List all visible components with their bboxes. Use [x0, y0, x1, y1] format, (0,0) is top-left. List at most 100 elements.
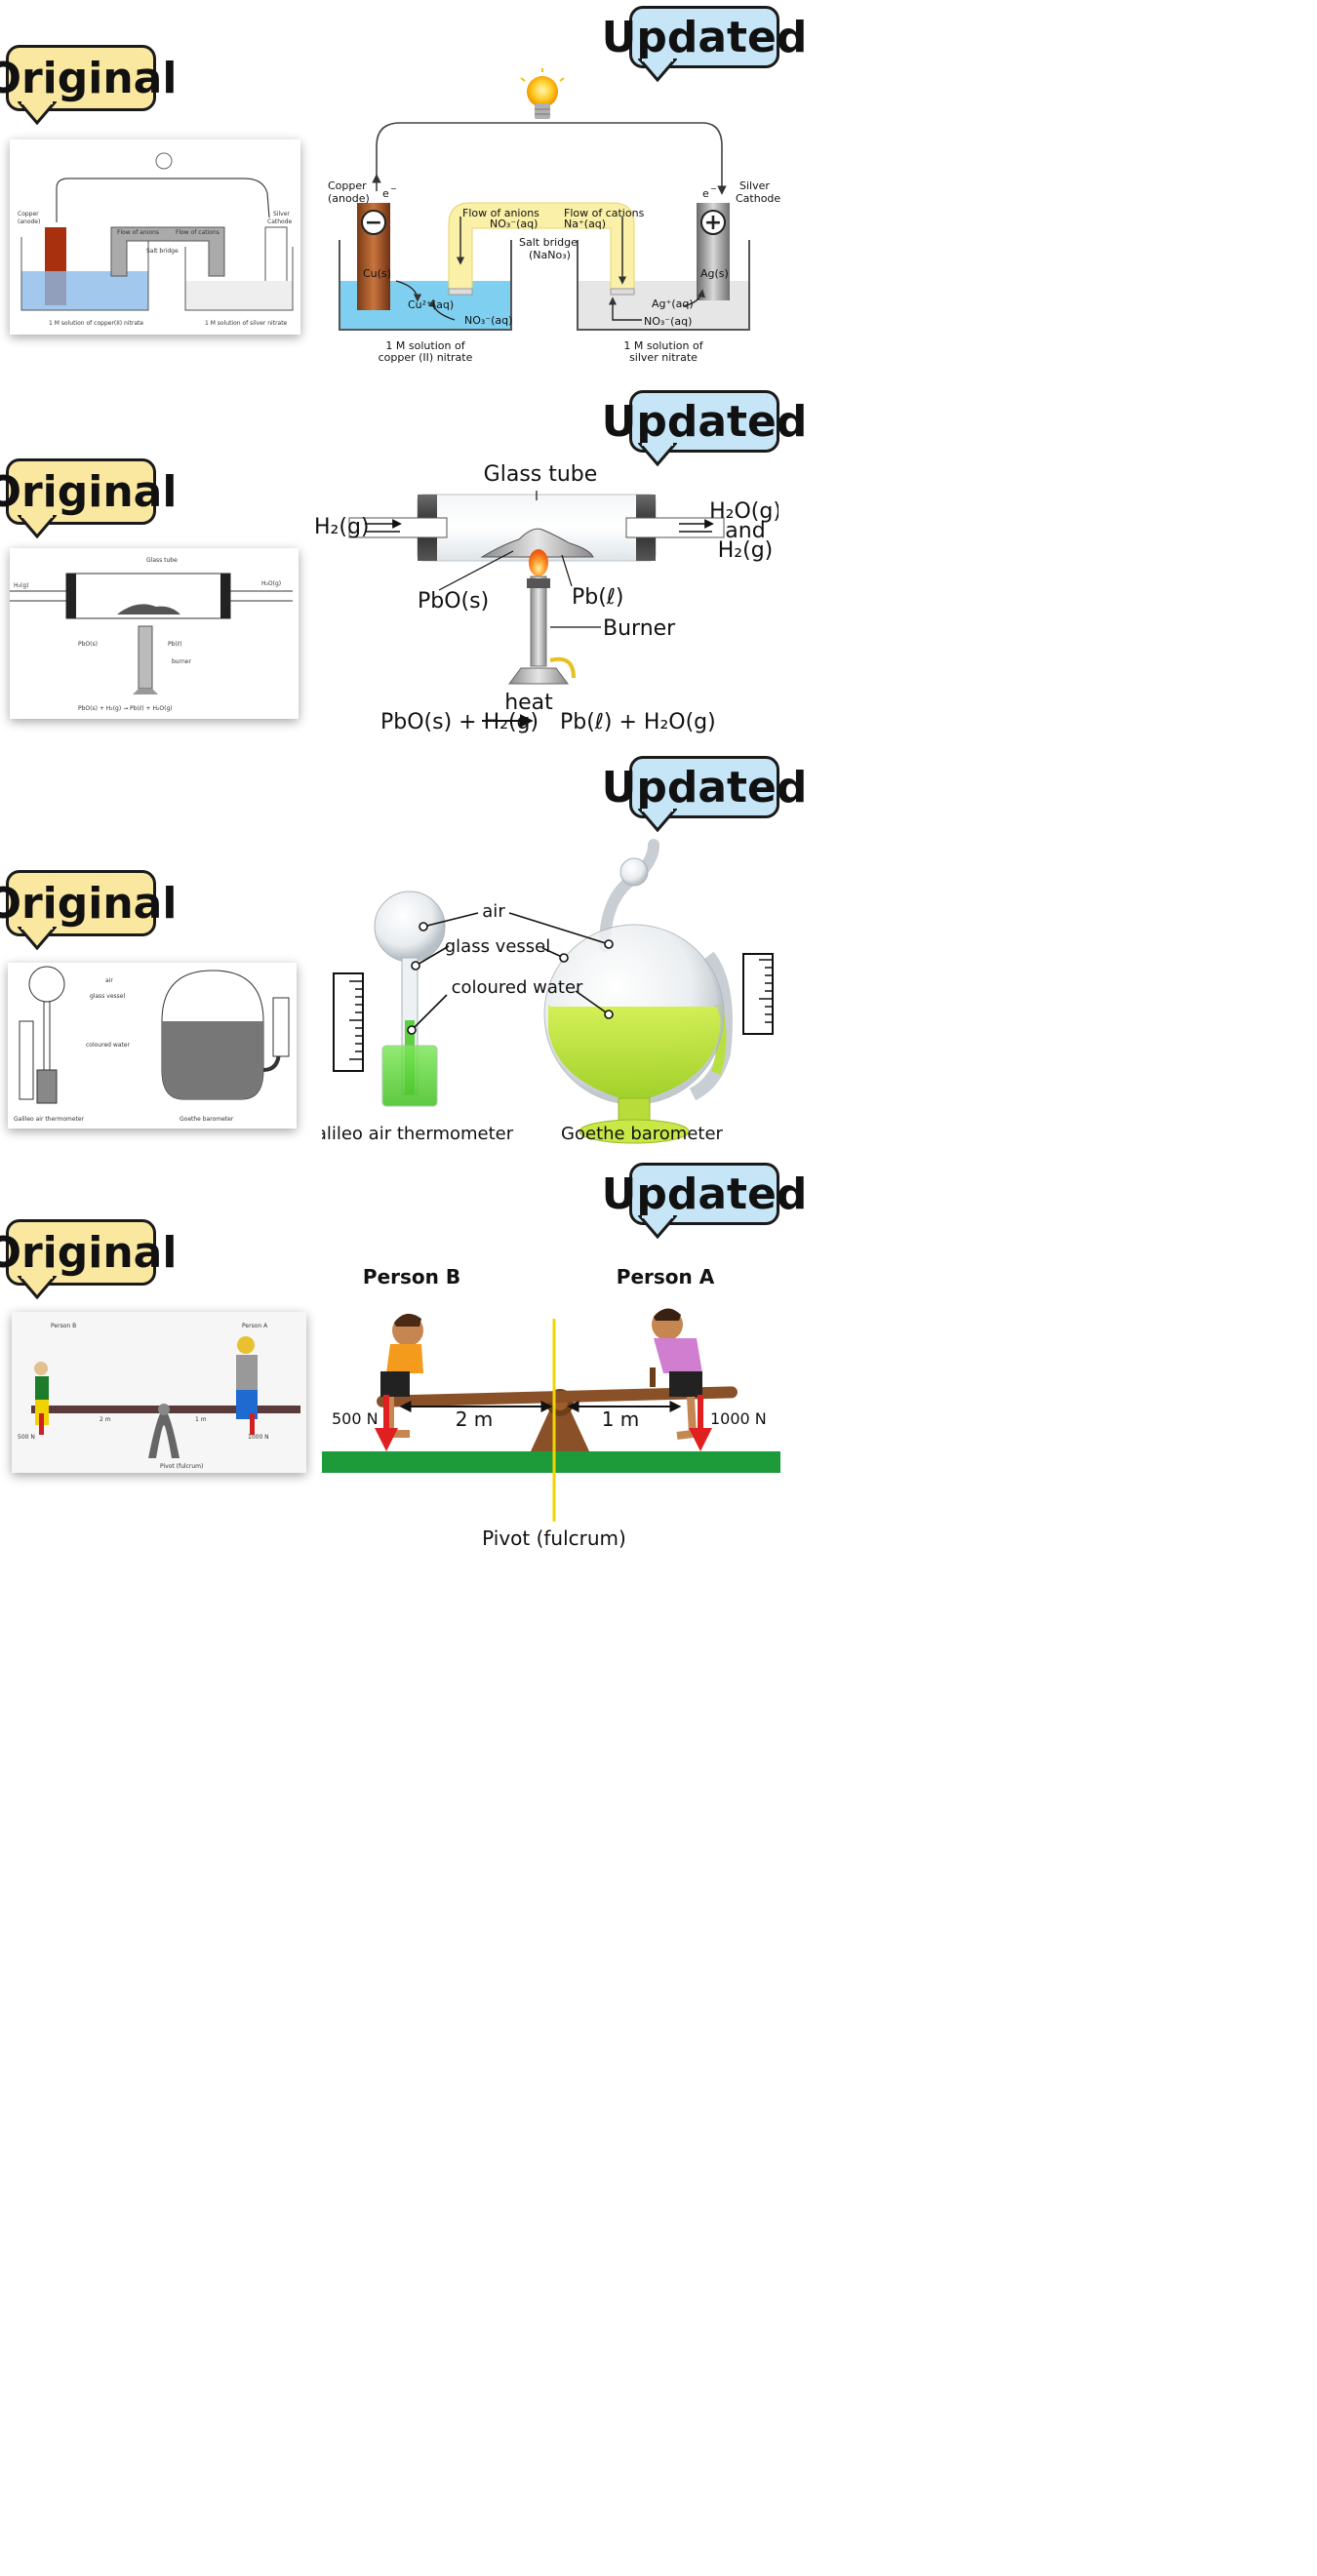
- flow-anions-label: Flow of anions: [462, 207, 539, 219]
- heat-label: heat: [504, 691, 553, 715]
- original-tube-thumbnail: Glass tube H₂(g) H₂O(g) PbO(s)Pb(ℓ) burn…: [10, 548, 299, 719]
- lead-oxide-label: PbO(s): [418, 589, 489, 614]
- svg-text:1000 N: 1000 N: [248, 1434, 269, 1441]
- svg-text:Na⁺(aq): Na⁺(aq): [564, 218, 606, 230]
- glass-tube-label: Glass tube: [484, 462, 598, 487]
- svg-text:(anode): (anode): [328, 192, 370, 205]
- svg-text:Silver: Silver: [273, 211, 290, 218]
- svg-text:Pb(ℓ): Pb(ℓ): [168, 641, 182, 648]
- lead-oxide-sample: [480, 528, 594, 558]
- updated-barometer-diagram: air glass vessel coloured water Galileo …: [322, 839, 774, 1144]
- badge-tail: [638, 443, 677, 466]
- svg-text:−: −: [710, 184, 717, 193]
- ground: [322, 1451, 780, 1473]
- person-a-label: Person A: [617, 1265, 715, 1288]
- svg-text:(NaNo₃): (NaNo₃): [529, 249, 571, 261]
- svg-text:and: and: [725, 519, 765, 543]
- updated-badge-4: Updated: [602, 1163, 807, 1225]
- silver-cathode-label: Silver: [739, 179, 770, 192]
- svg-text:coloured water: coloured water: [86, 1042, 130, 1049]
- svg-text:Cathode: Cathode: [267, 218, 293, 225]
- lead-label: Pb(ℓ): [572, 585, 624, 610]
- ag-ion-label: Ag⁺(aq): [652, 297, 694, 310]
- svg-text:silver nitrate: silver nitrate: [629, 351, 698, 364]
- distance-a-label: 1 m: [602, 1407, 640, 1431]
- salt-bridge-label: Salt bridge: [519, 236, 578, 249]
- force-b-label: 500 N: [332, 1409, 379, 1428]
- svg-text:(anode): (anode): [18, 218, 40, 225]
- svg-text:2 m: 2 m: [100, 1416, 111, 1423]
- electron-left-label: e: [382, 187, 389, 200]
- air-label: air: [482, 901, 505, 922]
- copper-anode-label: Copper: [328, 179, 367, 192]
- seesaw-pivot: [531, 1405, 589, 1451]
- svg-text:1 M solution of copper(II) nit: 1 M solution of copper(II) nitrate: [49, 320, 143, 327]
- updated-glass-tube-diagram: Glass tube H₂(g) H₂O(g) and H₂(g) PbO(s)…: [314, 462, 778, 734]
- badge-tail: [18, 101, 57, 125]
- svg-text:PbO(s): PbO(s): [78, 641, 98, 648]
- updated-badge-1: Updated: [602, 6, 807, 68]
- beaker-left: [339, 240, 512, 331]
- svg-text:1 m: 1 m: [195, 1416, 207, 1423]
- updated-galvanic-cell-diagram: − + Copper (anode) Silver Cathode e − e …: [328, 68, 780, 364]
- ag-solid-label: Ag(s): [700, 267, 729, 280]
- original-badge-4: Original: [0, 1219, 177, 1286]
- svg-text:500 N: 500 N: [18, 1434, 35, 1441]
- galileo-thermometer-label: Galileo air thermometer: [322, 1124, 514, 1144]
- original-badge-1: Original: [0, 45, 177, 111]
- pivot-label: Pivot (fulcrum): [482, 1526, 626, 1550]
- thermometer-bulb: [374, 891, 446, 963]
- beaker-right: [577, 240, 750, 331]
- solution-right-label: 1 M solution of: [623, 339, 703, 352]
- badge-tail: [638, 59, 677, 82]
- minus-sign: −: [365, 211, 382, 235]
- bunsen-burner: [530, 575, 547, 667]
- cu2-ion-label: Cu²⁺(aq): [408, 298, 454, 311]
- solution-left-label: 1 M solution of: [385, 339, 465, 352]
- original-badge-2: Original: [0, 458, 177, 525]
- svg-text:1 M solution of silver nitrate: 1 M solution of silver nitrate: [205, 320, 288, 327]
- svg-text:Person A: Person A: [242, 1323, 268, 1329]
- person-a-figure: [652, 1308, 702, 1440]
- person-b-label: Person B: [363, 1265, 460, 1288]
- goethe-barometer-label: Goethe barometer: [561, 1124, 724, 1144]
- plus-sign: +: [704, 211, 722, 235]
- water-out-label: H₂O(g): [709, 499, 778, 524]
- barometer-top-bulb: [619, 857, 649, 887]
- water-beaker: [381, 1045, 438, 1107]
- svg-text:Copper: Copper: [18, 211, 39, 218]
- svg-text:Flow of cations: Flow of cations: [176, 229, 220, 236]
- hydrogen-out-label: H₂(g): [718, 538, 774, 563]
- badge-tail: [638, 1215, 677, 1239]
- badge-tail: [18, 515, 57, 538]
- person-b-figure: [380, 1313, 423, 1438]
- force-a-label: 1000 N: [710, 1409, 767, 1428]
- equation-reactants: PbO(s) + H₂(g): [380, 710, 539, 734]
- hydrogen-in-label: H₂(g): [314, 515, 370, 539]
- svg-text:NO₃⁻(aq): NO₃⁻(aq): [490, 218, 538, 230]
- updated-seesaw-diagram: Person B Person A 500 N 1000 N 2 m 1 m P…: [322, 1265, 780, 1550]
- svg-text:PbO(s) + H₂(g) → Pb(ℓ) + H₂O(g: PbO(s) + H₂(g) → Pb(ℓ) + H₂O(g): [78, 705, 173, 712]
- updated-badge-2: Updated: [602, 390, 807, 453]
- badge-tail: [638, 809, 677, 832]
- burner-label: Burner: [603, 616, 676, 641]
- electron-right-label: e: [702, 187, 709, 200]
- flame-icon: [529, 549, 548, 576]
- flow-cations-label: Flow of cations: [564, 207, 645, 219]
- ruler-left: [333, 972, 364, 1072]
- coloured-water-label: coloured water: [452, 977, 583, 998]
- svg-text:Galileo air thermometer: Galileo air thermometer: [14, 1116, 85, 1123]
- svg-text:air: air: [105, 977, 113, 984]
- distance-b-label: 2 m: [456, 1407, 494, 1431]
- badge-tail: [18, 927, 57, 950]
- svg-text:Salt bridge: Salt bridge: [146, 248, 179, 255]
- nitrate-left-label: NO₃⁻(aq): [464, 314, 512, 327]
- svg-text:−: −: [390, 184, 397, 193]
- nitrate-right-label: NO₃⁻(aq): [644, 315, 692, 328]
- svg-text:Goethe barometer: Goethe barometer: [180, 1116, 234, 1123]
- original-badge-3: Original: [0, 870, 177, 936]
- svg-text:Pivot (fulcrum): Pivot (fulcrum): [160, 1463, 203, 1470]
